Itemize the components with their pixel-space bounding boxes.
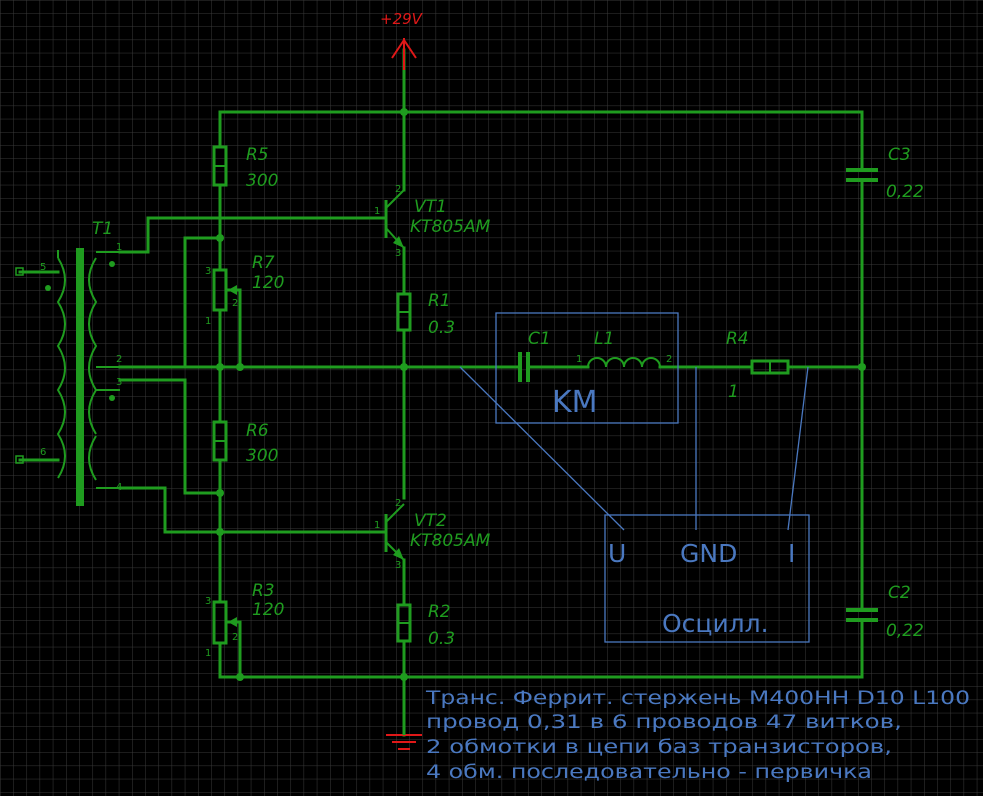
transistor-vt1: 1 2 3 VT1 KT805AM	[374, 184, 491, 259]
junctions	[216, 108, 866, 681]
c2-value: 0,22	[886, 621, 924, 641]
r4-ref: R4	[726, 329, 749, 349]
capacitor-c3: C3 0,22	[846, 145, 924, 202]
c2-ref: C2	[888, 583, 911, 603]
r5-ref: R5	[246, 145, 269, 165]
r6-ref: R6	[246, 421, 269, 441]
r3-ref: R3	[252, 581, 275, 601]
vt1-pin-1: 1	[374, 206, 380, 217]
vt2-pin-3: 3	[395, 560, 401, 571]
t1-pin-6: 6	[40, 447, 46, 458]
vt1-pin-2: 2	[395, 184, 401, 195]
l1-ref: L1	[594, 329, 614, 349]
note-line-1: Транс. Феррит. стержень М400НН D10 L100	[425, 687, 970, 709]
r1-ref: R1	[428, 291, 451, 311]
vt1-pin-3: 3	[395, 248, 401, 259]
r1-value: 0.3	[428, 318, 455, 338]
r2-ref: R2	[428, 602, 451, 622]
c3-value: 0,22	[886, 182, 924, 202]
note-line-4: 4 обм. последовательно - первичка	[426, 761, 872, 783]
r7-value: 120	[252, 273, 284, 293]
t1-pin-4: 4	[116, 482, 122, 493]
resistor-r2: R2 0.3	[396, 602, 455, 649]
vt1-ref: VT1	[414, 197, 447, 217]
r5-value: 300	[246, 171, 278, 191]
r6-value: 300	[246, 446, 278, 466]
r2-value: 0.3	[428, 629, 455, 649]
capacitor-c1: C1	[518, 329, 590, 382]
r7-ref: R7	[252, 253, 275, 273]
transistor-vt2: 1 2 3 VT2 KT805AM	[374, 498, 491, 571]
note-line-3: 2 обмотки в цепи баз транзисторов,	[426, 736, 892, 758]
t1-pin-5: 5	[40, 262, 46, 273]
scope-input-u: U	[608, 539, 626, 568]
c3-ref: C3	[888, 145, 911, 165]
inductor-l1: L1 1 2	[576, 329, 672, 368]
km-meter-box: KM	[495, 312, 679, 424]
r7-pin-1: 1	[205, 316, 211, 327]
resistor-r5: R5 300	[212, 145, 278, 191]
scope-input-gnd: GND	[680, 539, 737, 568]
capacitor-c2: C2 0,22	[846, 583, 924, 641]
scope-input-i: I	[788, 539, 795, 568]
t1-label: T1	[92, 219, 113, 239]
r7-pin-3: 3	[205, 266, 211, 277]
r7-pin-2: 2	[232, 298, 238, 309]
vt2-pin-2: 2	[395, 498, 401, 509]
transformer-t1: T1 1 2 3 4 5 6	[15, 219, 122, 506]
r3-value: 120	[252, 600, 284, 620]
km-label: KM	[552, 385, 598, 420]
note-line-2: провод 0,31 в 6 проводов 47 витков,	[426, 711, 902, 733]
transformer-notes: Транс. Феррит. стержень М400НН D10 L100 …	[425, 687, 970, 783]
power-plus29v: +29V	[380, 10, 424, 70]
potentiometer-r7: 3 2 1 R7 120	[205, 253, 284, 327]
l1-pin-1: 1	[576, 354, 582, 365]
r4-value: 1	[728, 382, 739, 402]
ground-symbol	[386, 718, 422, 750]
resistor-r1: R1 0.3	[396, 291, 455, 338]
r3-pin-2: 2	[232, 632, 238, 643]
oscilloscope-box: U GND I Осцилл.	[459, 366, 810, 643]
l1-pin-2: 2	[666, 354, 672, 365]
vt2-ref: VT2	[414, 511, 447, 531]
r3-pin-3: 3	[205, 596, 211, 607]
power-label: +29V	[380, 10, 424, 28]
t1-pin-1: 1	[116, 242, 122, 253]
resistor-r6: R6 300	[212, 420, 278, 466]
potentiometer-r3: 3 2 1 R3 120	[205, 581, 284, 659]
t1-pin-2: 2	[116, 354, 122, 365]
c1-ref: C1	[528, 329, 551, 349]
vt2-pin-1: 1	[374, 520, 380, 531]
vt2-type: KT805AM	[410, 531, 491, 551]
vt1-type: KT805AM	[410, 217, 491, 237]
t1-pin-3: 3	[116, 377, 122, 388]
r3-pin-1: 1	[205, 648, 211, 659]
resistor-r4: R4 1	[726, 329, 790, 402]
scope-title: Осцилл.	[662, 609, 769, 638]
